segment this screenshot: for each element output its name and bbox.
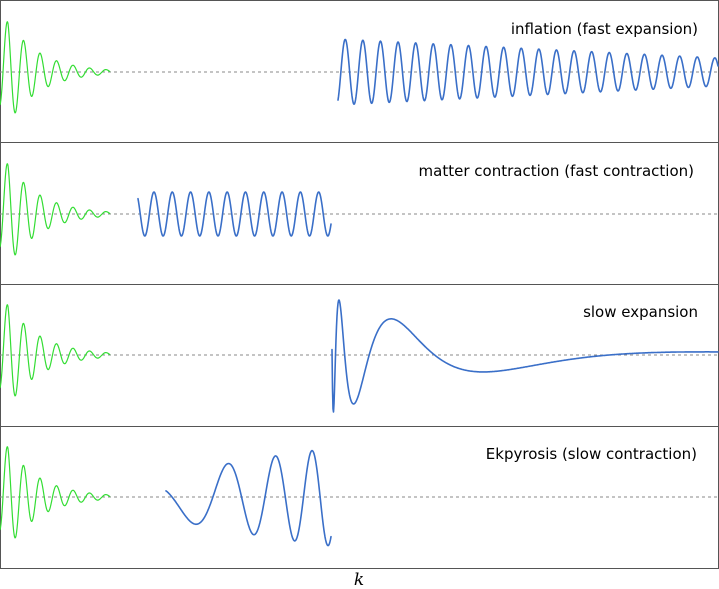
panel-label: Ekpyrosis (slow contraction) [486,445,697,463]
panel-slow-expansion: slow expansion [0,284,719,427]
panel-label: inflation (fast expansion) [511,20,698,38]
panel-matter-contraction: matter contraction (fast contraction) [0,142,719,285]
panel-label: slow expansion [583,303,698,321]
panels: inflation (fast expansion) matter contra… [0,0,719,569]
reference-wave [0,446,111,539]
panel-ekpyrosis: Ekpyrosis (slow contraction) [0,426,719,569]
reference-wave [0,21,111,114]
mode-wave-inflation [337,38,719,105]
reference-wave [0,163,111,256]
mode-wave-slow-expansion [331,299,719,413]
mode-wave-matter-contraction [137,191,332,237]
panel-inflation: inflation (fast expansion) [0,0,719,143]
x-axis-label: k [354,570,364,589]
reference-wave [0,304,111,397]
panel-label: matter contraction (fast contraction) [419,162,694,180]
mode-wave-ekpyrosis [165,449,332,547]
